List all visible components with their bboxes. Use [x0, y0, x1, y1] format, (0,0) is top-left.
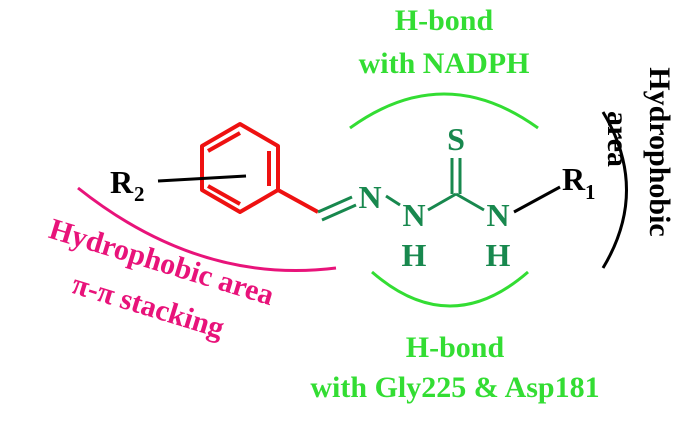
- r2-group: R 2: [110, 164, 145, 206]
- hydrophobic-left-arc: [77, 186, 337, 272]
- n-c-bond: [427, 192, 457, 212]
- benzene-ring: [200, 122, 280, 214]
- ring-to-ch-bond: [277, 188, 319, 214]
- hbond-bottom-subtitle: with Gly225 & Asp181: [310, 371, 599, 404]
- r2-letter: R: [110, 164, 134, 200]
- amide-hydrogen: H: [486, 237, 511, 273]
- hydrazine-hydrogen: H: [402, 237, 427, 273]
- c-n-double-bond-b: [321, 203, 357, 222]
- n-n-bond: [385, 194, 401, 207]
- hbond-top-arc: [349, 92, 539, 130]
- hbond-top-title: H-bond: [395, 4, 494, 37]
- benzene-double-bond-bottom: [207, 184, 241, 206]
- c-n-amide-bond: [455, 192, 485, 212]
- benzene-hexagon: [200, 122, 280, 214]
- sulfur-atom: S: [447, 121, 465, 157]
- r2-subscript: 2: [134, 182, 145, 206]
- hbond-top-subtitle: with NADPH: [359, 47, 530, 80]
- hydrophobic-right-arc: [601, 111, 628, 269]
- benzene-double-bond-top: [207, 131, 241, 153]
- r1-letter: R: [562, 161, 586, 197]
- hbond-bottom-title: H-bond: [406, 331, 505, 364]
- r1-subscript: 1: [585, 180, 596, 204]
- hydrophobic-left-label: Hydrophobic area π-π stacking: [45, 212, 278, 345]
- r2-bond: [157, 174, 247, 183]
- c-n-double-bond-a: [317, 195, 353, 214]
- hydrophobic-right-label: Hydrophobic area: [601, 67, 676, 237]
- n-r1-bond: [513, 185, 561, 214]
- amide-nitrogen: N: [486, 197, 509, 233]
- hbond-bottom-arc: [371, 270, 529, 308]
- hydrophobic-right-line1: Hydrophobic: [643, 67, 676, 237]
- r1-group: R 1: [562, 161, 596, 204]
- imine-nitrogen: N: [358, 179, 381, 215]
- hydrazine-nitrogen: N: [402, 197, 425, 233]
